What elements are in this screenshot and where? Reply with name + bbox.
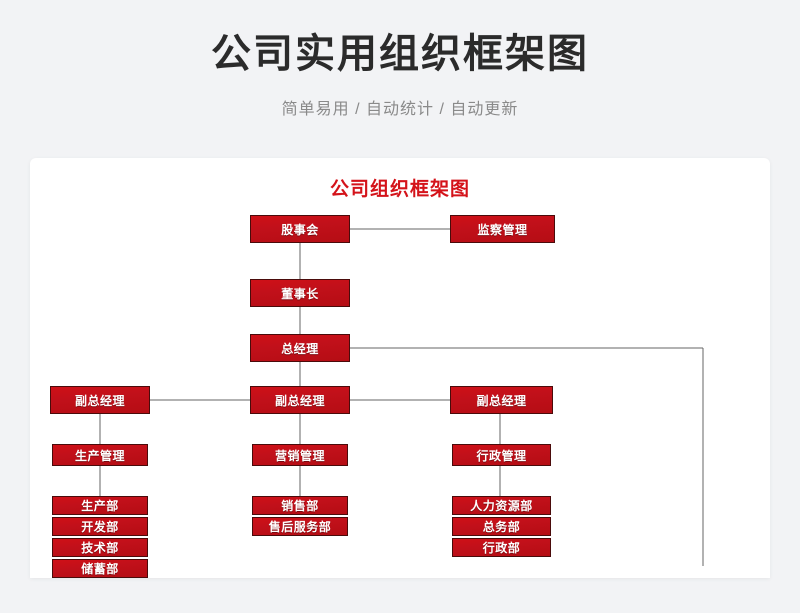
dept-development[interactable]: 开发部 (52, 517, 148, 536)
dept-stack-right: 人力资源部 总务部 行政部 (452, 496, 551, 557)
node-marketing-management[interactable]: 营销管理 (252, 444, 348, 466)
dept-general-affairs[interactable]: 总务部 (452, 517, 551, 536)
chart-title: 公司组织框架图 (329, 179, 470, 200)
node-production-management[interactable]: 生产管理 (52, 444, 148, 466)
dept-technology[interactable]: 技术部 (52, 538, 148, 557)
dept-human-resources[interactable]: 人力资源部 (452, 496, 551, 515)
node-vice-gm-right[interactable]: 副总经理 (450, 386, 553, 414)
node-admin-management[interactable]: 行政管理 (452, 444, 551, 466)
dept-stack-left: 生产部 开发部 技术部 储蓄部 (52, 496, 148, 578)
page-title: 公司实用组织框架图 (211, 32, 589, 76)
node-shareholders[interactable]: 股事会 (250, 215, 350, 243)
node-vice-gm-center[interactable]: 副总经理 (250, 386, 350, 414)
node-general-manager[interactable]: 总经理 (250, 334, 350, 362)
node-supervision[interactable]: 监察管理 (450, 215, 555, 243)
node-chairman[interactable]: 董事长 (250, 279, 350, 307)
dept-sales[interactable]: 销售部 (252, 496, 348, 515)
dept-storage[interactable]: 储蓄部 (52, 559, 148, 578)
node-vice-gm-left[interactable]: 副总经理 (50, 386, 150, 414)
org-chart-canvas: 股事会 监察管理 董事长 总经理 副总经理 副总经理 副总经理 生产管理 营销管… (30, 158, 770, 578)
dept-after-sales-service[interactable]: 售后服务部 (252, 517, 348, 536)
page-subtitle: 简单易用 / 自动统计 / 自动更新 (281, 101, 519, 118)
org-chart-card: 公司组织框架图 (30, 158, 770, 578)
dept-administration[interactable]: 行政部 (452, 538, 551, 557)
dept-stack-center: 销售部 售后服务部 (252, 496, 348, 536)
page-header: 公司实用组织框架图 简单易用 / 自动统计 / 自动更新 (0, 0, 800, 122)
dept-production[interactable]: 生产部 (52, 496, 148, 515)
